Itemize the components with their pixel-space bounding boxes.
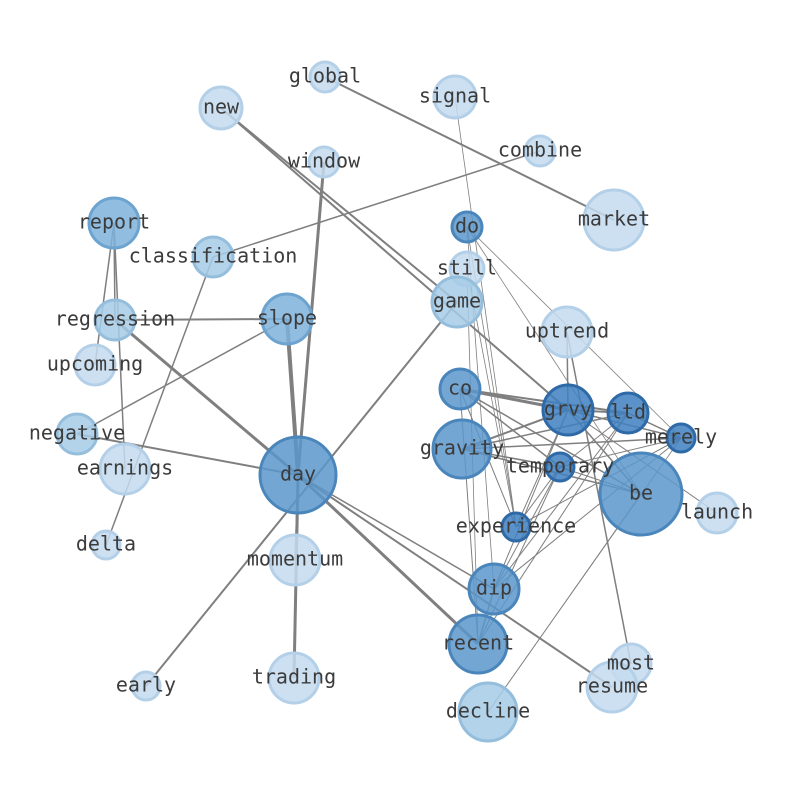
node-label-resume: resume xyxy=(576,674,648,698)
node-be[interactable] xyxy=(598,451,684,537)
node-launch[interactable] xyxy=(695,491,739,535)
node-delta[interactable] xyxy=(90,529,122,561)
node-label-trading: trading xyxy=(252,665,336,689)
node-co[interactable] xyxy=(438,367,482,411)
edge-be-decline xyxy=(487,493,642,713)
node-label-be: be xyxy=(629,481,653,505)
node-new[interactable] xyxy=(198,85,244,131)
node-resume[interactable] xyxy=(585,660,639,714)
node-label-co: co xyxy=(448,376,472,400)
node-experience[interactable] xyxy=(500,511,532,543)
edge-global-market xyxy=(324,76,615,221)
edge-merely-experience xyxy=(515,437,682,528)
node-window[interactable] xyxy=(307,145,341,179)
edge-merely-temporary xyxy=(559,437,682,468)
node-label-still: still xyxy=(437,256,497,280)
node-label-report: report xyxy=(78,210,150,234)
node-label-market: market xyxy=(578,207,650,231)
node-global[interactable] xyxy=(308,60,342,94)
node-label-slope: slope xyxy=(257,306,317,330)
edge-combine-classification xyxy=(212,150,541,258)
node-label-dip: dip xyxy=(476,576,512,600)
node-dip[interactable] xyxy=(467,562,521,616)
node-label-grvy: grvy xyxy=(544,397,592,421)
node-label-early: early xyxy=(116,673,176,697)
node-temporary[interactable] xyxy=(544,451,576,483)
node-label-gravity: gravity xyxy=(420,436,504,460)
edge-day-resume xyxy=(297,474,613,688)
node-label-game: game xyxy=(433,289,481,313)
node-report[interactable] xyxy=(87,196,141,250)
node-label-uptrend: uptrend xyxy=(525,319,609,343)
graph-nodes xyxy=(55,60,739,743)
node-do[interactable] xyxy=(450,210,484,244)
node-label-earnings: earnings xyxy=(77,456,173,480)
node-signal[interactable] xyxy=(432,74,478,120)
edge-do-be xyxy=(466,226,642,495)
edge-merely-gravity xyxy=(461,437,682,450)
node-recent[interactable] xyxy=(447,613,509,675)
edge-signal-experience xyxy=(454,96,517,528)
edge-new-grvy xyxy=(220,107,569,411)
node-early[interactable] xyxy=(130,670,162,702)
node-label-merely: merely xyxy=(645,425,717,449)
node-label-new: new xyxy=(203,95,240,119)
edge-report-earnings xyxy=(113,222,126,470)
node-combine[interactable] xyxy=(523,134,557,168)
node-label-decline: decline xyxy=(446,699,530,723)
node-label-day: day xyxy=(280,462,316,486)
node-label-upcoming: upcoming xyxy=(47,352,143,376)
node-regression[interactable] xyxy=(93,298,137,342)
node-trading[interactable] xyxy=(267,651,321,705)
node-gravity[interactable] xyxy=(431,418,493,480)
node-momentum[interactable] xyxy=(268,533,322,587)
node-label-classification: classification xyxy=(129,244,298,268)
node-label-momentum: momentum xyxy=(247,547,343,571)
edge-slope-negative xyxy=(76,318,288,435)
node-classification[interactable] xyxy=(191,235,235,279)
edge-day-recent xyxy=(296,473,480,646)
edge-grvy-dip xyxy=(493,409,569,590)
node-label-experience: experience xyxy=(456,514,576,538)
node-label-recent: recent xyxy=(442,631,514,655)
node-label-window: window xyxy=(288,149,361,173)
node-grvy[interactable] xyxy=(541,383,595,437)
node-label-regression: regression xyxy=(55,307,175,331)
node-upcoming[interactable] xyxy=(73,343,117,387)
edge-regression-slope xyxy=(114,318,288,321)
node-uptrend[interactable] xyxy=(540,305,594,359)
node-label-ltd: ltd xyxy=(610,400,646,424)
node-merely[interactable] xyxy=(665,422,697,454)
node-label-signal: signal xyxy=(419,84,491,108)
edge-classification-delta xyxy=(105,256,214,546)
node-decline[interactable] xyxy=(457,681,519,743)
node-negative[interactable] xyxy=(55,412,99,456)
node-label-negative: negative xyxy=(29,421,125,445)
node-slope[interactable] xyxy=(260,292,314,346)
node-label-combine: combine xyxy=(498,138,582,162)
node-earnings[interactable] xyxy=(98,442,152,496)
node-label-global: global xyxy=(289,64,361,88)
node-game[interactable] xyxy=(430,275,484,329)
node-market[interactable] xyxy=(582,188,646,252)
node-label-do: do xyxy=(455,214,479,238)
edge-new-game xyxy=(220,107,458,303)
edge-regression-day xyxy=(114,318,299,477)
node-label-temporary: temporary xyxy=(506,454,614,478)
graph-labels: global signal new window combine market report… xyxy=(29,64,753,723)
node-day[interactable] xyxy=(258,435,338,515)
node-label-launch: launch xyxy=(681,500,753,524)
node-ltd[interactable] xyxy=(606,391,650,435)
node-label-delta: delta xyxy=(76,532,136,556)
node-label-most: most xyxy=(607,651,655,675)
